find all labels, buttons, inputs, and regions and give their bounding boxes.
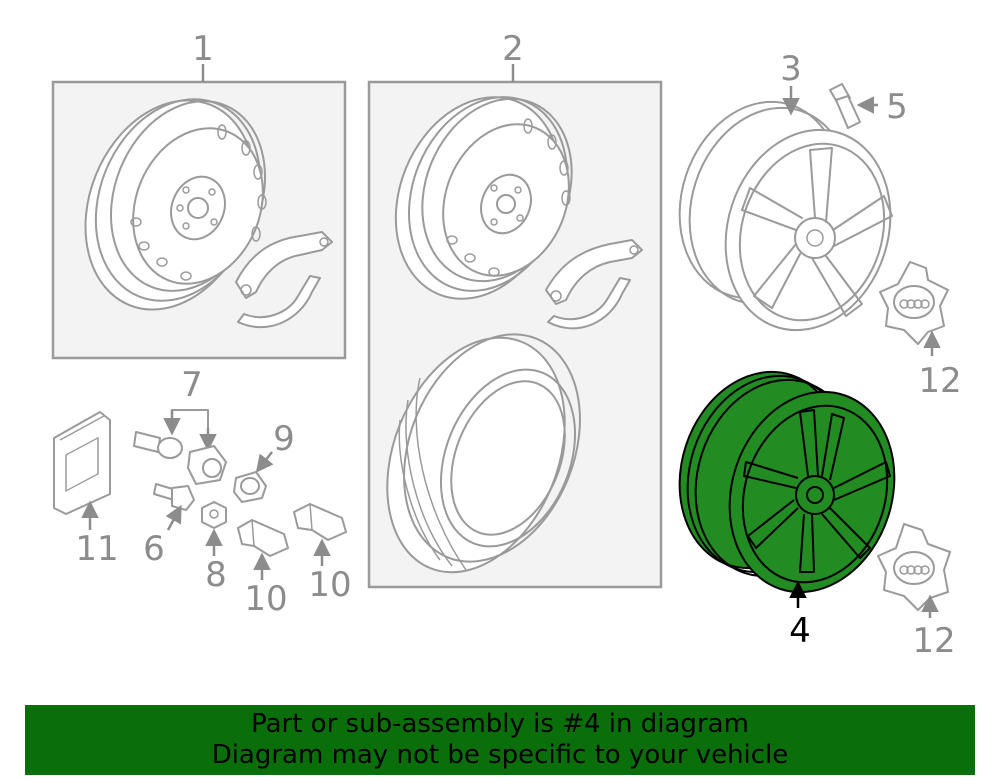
callout-4: 4 (789, 611, 811, 651)
nut-8: 8 (201, 501, 227, 595)
banner-line-2: Diagram may not be specific to your vehi… (211, 740, 789, 770)
spare-tire (386, 333, 581, 574)
wheel-strap-1 (235, 231, 333, 328)
callout-3: 3 (780, 49, 802, 89)
callout-10-left: 10 (244, 579, 287, 619)
callout-7: 7 (181, 365, 203, 405)
steel-wheel-1 (84, 98, 267, 311)
box-1-spare-wheel-kit: 1 (51, 29, 347, 360)
callout-11: 11 (75, 529, 118, 569)
clip-10-left: 10 (237, 519, 289, 619)
valve-stem-5: 5 (829, 83, 908, 129)
center-cap-12-top: 12 (879, 261, 962, 401)
callout-1: 1 (192, 29, 214, 69)
alloy-wheel-3: 3 (678, 49, 893, 332)
callout-6: 6 (143, 529, 165, 569)
alloy-wheel-4-highlighted: 4 (678, 370, 896, 651)
bolt-cap-9: 9 (233, 419, 295, 503)
wheel-bolt-6: 6 (143, 483, 195, 569)
box-2-spare-wheel-tire: 2 (367, 29, 663, 589)
callout-12-top: 12 (918, 361, 961, 401)
info-banner: Part or sub-assembly is #4 in diagram Di… (25, 705, 975, 775)
callout-5: 5 (886, 87, 908, 127)
callout-2: 2 (502, 29, 524, 69)
banner-line-1: Part or sub-assembly is #4 in diagram (251, 709, 749, 739)
lock-bolt-set-7: 7 (133, 365, 227, 485)
callout-9: 9 (273, 419, 295, 459)
wheel-strap-2 (545, 239, 643, 330)
label-card-11: 11 (53, 411, 119, 569)
clip-10-right: 10 (293, 503, 352, 605)
callout-10-right: 10 (308, 565, 351, 605)
steel-wheel-2 (394, 96, 573, 300)
callout-8: 8 (205, 555, 227, 595)
center-cap-12-bottom: 12 (877, 523, 956, 661)
callout-12-bottom: 12 (912, 621, 955, 661)
